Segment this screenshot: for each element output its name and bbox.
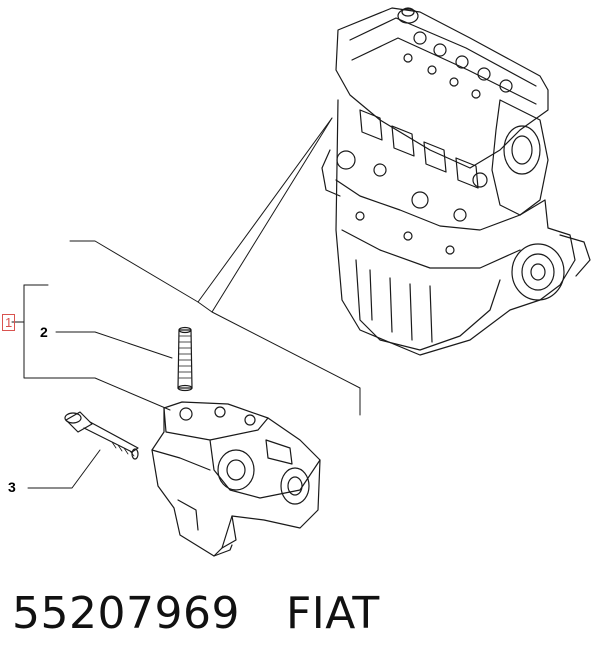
stud-drawing — [177, 326, 193, 392]
brand-name: FIAT — [285, 588, 380, 639]
callout-2-stud: 2 — [40, 324, 48, 340]
engine-mount-bracket-drawing — [151, 401, 321, 557]
leader-lines — [11, 117, 361, 489]
part-number-footer: 55207969 FIAT — [12, 588, 380, 639]
bolt-drawing — [64, 411, 139, 460]
engine-block-drawing — [321, 7, 591, 356]
exploded-parts-diagram — [11, 7, 591, 557]
callout-3-bolt: 3 — [8, 479, 16, 495]
part-number: 55207969 — [12, 588, 240, 639]
callout-1-assembly: 1 — [2, 314, 16, 331]
